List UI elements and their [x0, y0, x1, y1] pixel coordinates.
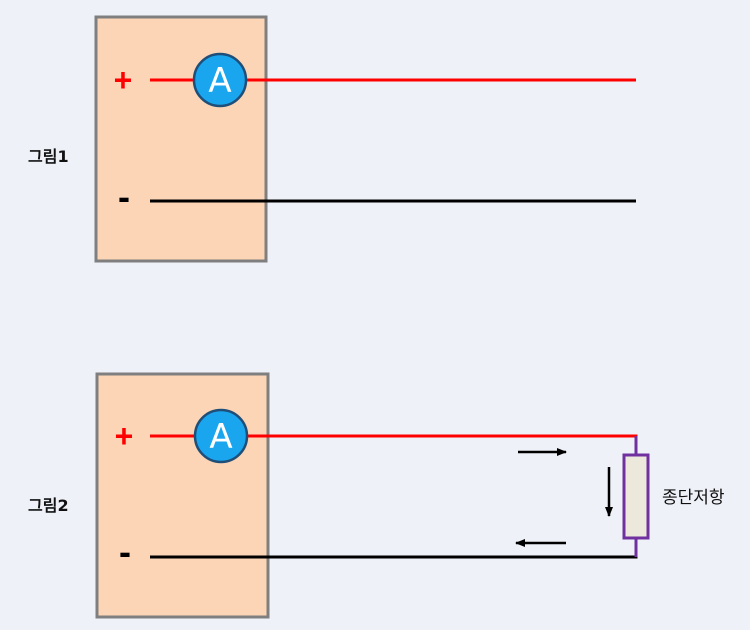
figure-1: 그림1 + - A — [28, 15, 636, 263]
minus-sign-2: - — [119, 531, 131, 572]
ammeter-letter-1: A — [208, 61, 231, 101]
plus-sign-2: + — [115, 418, 134, 454]
ammeter-1: A — [192, 52, 248, 108]
ammeter-2: A — [193, 408, 249, 464]
ammeter-circle-1 — [192, 52, 248, 108]
ammeter-circle-2 — [193, 408, 249, 464]
ammeter-letter-2: A — [209, 417, 232, 457]
power-supply-box-2 — [95, 372, 270, 619]
figure-2: 그림2 종단저항 + - A — [28, 372, 725, 619]
power-supply-box-1 — [94, 15, 268, 263]
plus-sign-1: + — [114, 62, 133, 98]
resistor-label: 종단저항 — [662, 488, 725, 508]
figure-1-label: 그림1 — [28, 147, 69, 166]
termination-resistor — [622, 453, 650, 540]
figure-2-label: 그림2 — [28, 496, 69, 515]
minus-sign-1: - — [118, 176, 130, 217]
